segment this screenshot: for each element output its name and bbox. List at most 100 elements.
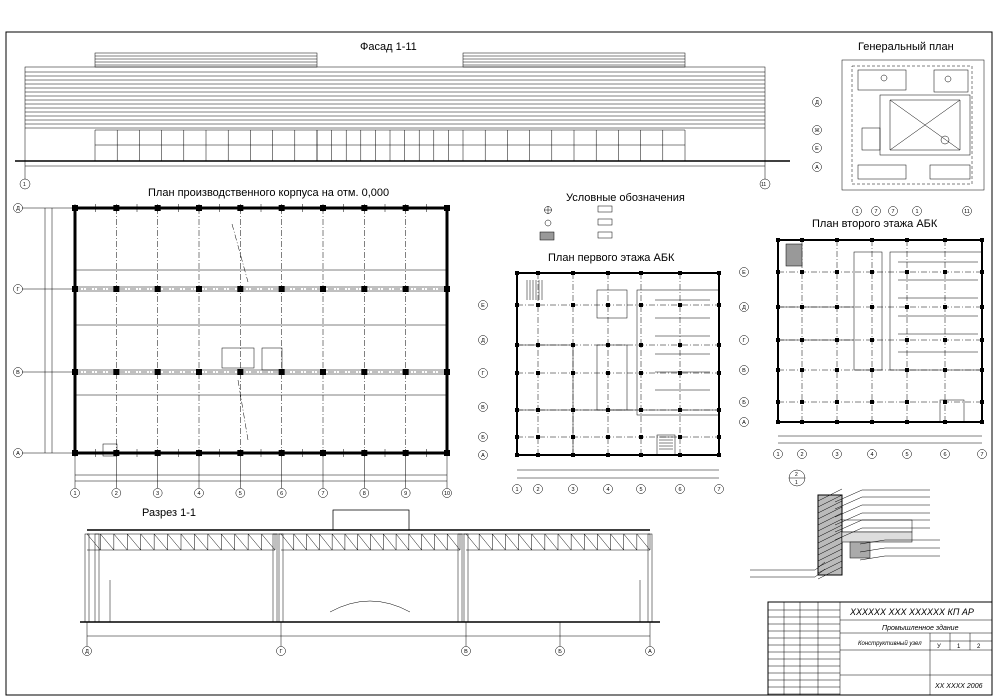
section-truss-web <box>570 533 585 551</box>
production-plan: План производственного корпуса на отм. 0… <box>13 187 452 498</box>
section-truss-web <box>383 533 397 551</box>
title-block: XXXXXX XXX XXXXXX КП АР Промышленное зда… <box>767 601 993 696</box>
section-truss-web <box>421 533 435 551</box>
genplan-axis-number-label: 1 <box>915 209 918 215</box>
section-truss-web <box>306 533 320 551</box>
node-hatch-line <box>817 566 843 580</box>
abk1-axis-number-label: 6 <box>678 487 681 493</box>
facade-axis-right: 11 <box>761 182 766 188</box>
genplan-axis-letter-bubble <box>812 97 822 107</box>
abk1-column <box>515 303 519 307</box>
abk2-axis-letter-label: Г <box>743 338 746 344</box>
abk2-axis-number-bubble <box>940 449 950 459</box>
production-axis-number-bubble <box>235 488 246 498</box>
abk2-column <box>980 238 984 242</box>
abk2-axis-number-bubble <box>977 449 987 459</box>
section-axis-letter-label: А <box>648 649 652 655</box>
abk2-axis-number-label: 4 <box>870 452 873 458</box>
abk1-axis-number-bubble <box>512 484 522 494</box>
genplan-axis-letter-label: Д <box>815 100 819 106</box>
production-axis-number-label: 7 <box>321 491 324 497</box>
genplan-axis-number-label: 7 <box>891 209 894 215</box>
abk2-column <box>980 420 984 424</box>
abk1-column <box>571 303 575 307</box>
abk1-column <box>678 343 682 347</box>
abk1-axis-number-label: 5 <box>639 487 642 493</box>
section-truss-web <box>100 533 115 551</box>
legend-title: Условные обозначения <box>566 192 685 204</box>
node-hatch-line <box>817 506 843 520</box>
abk1-column <box>606 271 610 275</box>
production-axis-letter-label: В <box>16 370 20 376</box>
genplan-axis-letter-label: Е <box>815 146 819 152</box>
abk2-column <box>800 400 804 404</box>
section-truss-web <box>357 533 371 551</box>
node-hatch-line <box>817 518 843 532</box>
abk2-column <box>980 400 984 404</box>
section-truss-web <box>395 533 410 551</box>
abk1-column <box>678 435 682 439</box>
node-leader <box>834 527 863 541</box>
production-axis-number-label: 10 <box>444 491 450 497</box>
abk2-column <box>800 368 804 372</box>
abk1-axis-letter-bubble <box>478 368 488 378</box>
section-truss-web <box>584 533 598 551</box>
section-truss-web <box>344 533 358 551</box>
production-axis-number-bubble <box>152 488 163 498</box>
section-truss-web <box>544 533 559 551</box>
section-title: Разрез 1-1 <box>142 507 196 519</box>
section-axis-letter-label: Б <box>558 649 562 655</box>
genplan-axis-letter-bubble <box>812 162 822 172</box>
abk1-axis-letter-label: А <box>481 453 485 459</box>
genplan-axis-letter-label: Ж <box>814 128 819 134</box>
abk-floor2-title: План второго этажа АБК <box>812 218 938 230</box>
abk2-column <box>776 420 780 424</box>
abk2-column <box>905 420 909 424</box>
abk1-column <box>717 271 721 275</box>
abk2-axis-letter-label: В <box>742 368 746 374</box>
genplan-axis-number-bubble <box>871 206 881 216</box>
section-truss-web <box>610 533 624 551</box>
section-truss-web <box>518 533 532 551</box>
abk2-column <box>776 400 780 404</box>
abk1-column <box>678 303 682 307</box>
abk2-axis-letter-bubble <box>739 335 749 345</box>
section-column <box>84 533 90 623</box>
section-truss-web <box>293 533 307 551</box>
section-truss-web <box>140 533 155 551</box>
title-block-sheets: 2 <box>977 644 981 650</box>
node-mark-bottom: 1 <box>795 480 798 486</box>
node-hatch-line <box>817 530 843 544</box>
abk2-axis-letter-label: Б <box>742 400 746 406</box>
section-truss-web <box>492 533 506 551</box>
abk2-axis-number-bubble <box>832 449 842 459</box>
abk1-column <box>515 271 519 275</box>
node-leader <box>859 539 886 545</box>
section-column <box>463 533 469 623</box>
section-truss-web <box>370 533 384 551</box>
section-axis-letter-bubble <box>555 646 565 656</box>
abk2-column <box>776 368 780 372</box>
abk1-axis-letter-bubble <box>478 300 488 310</box>
section-truss-web <box>597 533 611 551</box>
abk1-axis-letter-bubble <box>478 450 488 460</box>
node-hatch-line <box>817 488 843 502</box>
abk2-column <box>943 305 947 309</box>
node-leader <box>834 512 863 526</box>
node-hatch-line <box>817 524 843 538</box>
section-axis-letter-bubble <box>645 646 655 656</box>
node-leader <box>834 504 863 518</box>
title-block-org: XX XXXX 2006 <box>934 683 983 690</box>
node-leader <box>834 496 863 510</box>
abk2-column <box>835 420 839 424</box>
abk1-axis-number-bubble <box>636 484 646 494</box>
production-axis-letter-label: Г <box>17 287 20 293</box>
section-axis-letter-bubble <box>82 646 92 656</box>
section-axis-letter-bubble <box>461 646 471 656</box>
production-axis-number-label: 2 <box>115 491 118 497</box>
abk1-axis-letter-label: Д <box>481 338 485 344</box>
detail-node: 2 1 <box>750 469 940 580</box>
abk1-column <box>515 453 519 457</box>
abk2-column <box>870 338 874 342</box>
